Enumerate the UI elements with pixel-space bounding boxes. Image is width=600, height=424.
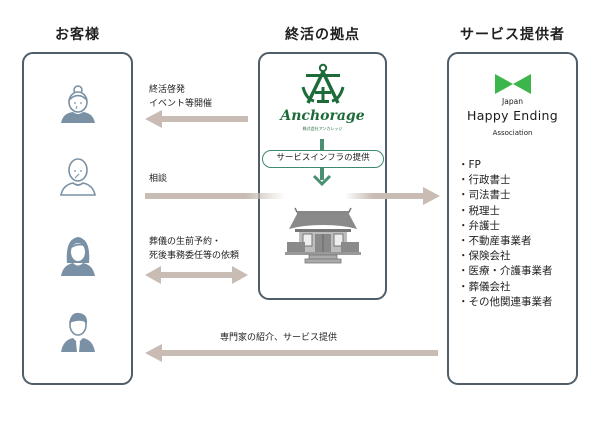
anchorage-logo-subtitle: 株式会社アンカレッジ — [302, 126, 343, 131]
providers-heading: サービス提供者 — [460, 27, 565, 43]
referral-label: 専門家の紹介、サービス提供 — [220, 333, 338, 343]
provider-item: 弁護士 — [458, 219, 553, 234]
anchorage-logo-text: Anchorage — [280, 108, 365, 124]
provider-item: 行政書士 — [458, 173, 553, 188]
provider-item: FP — [458, 158, 553, 173]
events-label-line1: 終活啓発 — [149, 85, 186, 95]
temple-icon — [285, 207, 361, 264]
provider-item: 医療・介護事業者 — [458, 264, 553, 279]
elderly-woman-icon — [61, 85, 95, 123]
businessman-icon — [61, 312, 95, 352]
events-label: 終活啓発 イベント等開催 — [149, 83, 212, 111]
provider-list: FP 行政書士 司法書士 税理士 弁護士 不動産事業者 保険会社 医療・介護事業… — [458, 158, 553, 310]
provider-item: 保険会社 — [458, 249, 553, 264]
elderly-man-icon — [60, 158, 96, 196]
hub-heading: 終活の拠点 — [285, 27, 360, 43]
infra-label: サービスインフラの提供 — [262, 150, 384, 168]
provider-item: 税理士 — [458, 204, 553, 219]
provider-item: 不動産事業者 — [458, 234, 553, 249]
provider-item: その他関連事業者 — [458, 295, 553, 310]
reservation-arrow-shape — [145, 266, 248, 284]
provider-item: 司法書士 — [458, 188, 553, 203]
woman-icon — [61, 237, 95, 276]
consultation-label: 相談 — [149, 174, 168, 184]
reservation-label-line1: 葬儀の生前予約・ — [149, 237, 222, 247]
consultation-arrow-shape — [145, 187, 440, 205]
provider-item: 葬儀会社 — [458, 280, 553, 295]
customers-heading: お客様 — [55, 27, 100, 43]
jhea-logo-line1: Japan — [502, 97, 523, 106]
events-label-line2: イベント等開催 — [149, 99, 213, 109]
jhea-logo-line3: Association — [492, 129, 533, 137]
infra-arrow-shape — [312, 139, 332, 187]
reservation-label: 葬儀の生前予約・ 死後事務委任等の依頼 — [149, 235, 239, 263]
referral-arrow-shape — [145, 344, 438, 362]
jhea-logo-line2: Happy Ending — [467, 108, 558, 123]
anchorage-logo-icon — [301, 63, 345, 104]
jhea-bowtie-icon — [495, 74, 531, 94]
events-arrow-shape — [145, 110, 248, 128]
reservation-label-line2: 死後事務委任等の依頼 — [149, 251, 240, 261]
